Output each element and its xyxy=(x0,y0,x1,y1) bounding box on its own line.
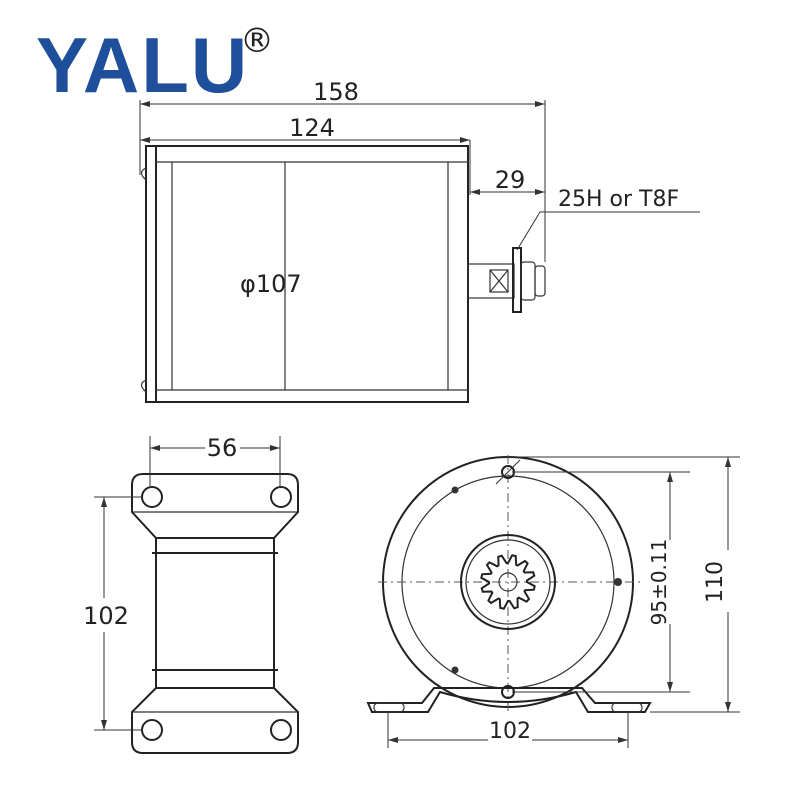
mounting-foot xyxy=(366,687,652,713)
dim-foot-width: 102 xyxy=(489,719,531,744)
arrowhead xyxy=(618,737,628,743)
side-end-cap xyxy=(145,145,157,403)
arrowhead xyxy=(535,101,545,107)
arrowhead xyxy=(150,445,160,451)
arrowhead xyxy=(140,137,150,143)
shaft-key xyxy=(489,269,509,293)
arrowhead xyxy=(725,702,731,712)
arrowhead xyxy=(101,497,107,507)
arrowhead xyxy=(667,472,673,482)
arrowhead xyxy=(725,457,731,467)
dim-body-length: 124 xyxy=(289,114,335,142)
arrowhead xyxy=(460,137,470,143)
front-sprocket xyxy=(480,554,536,610)
dim-mount-hole-distance: 95±0.11 xyxy=(647,539,671,626)
face-screw xyxy=(614,578,622,586)
foot-slot xyxy=(373,702,405,713)
arrowhead xyxy=(270,445,280,451)
front-view: 95±0.11 110 102 xyxy=(366,455,740,748)
diameter-label: φ107 xyxy=(240,270,302,298)
sprocket-type-label: 25H or T8F xyxy=(558,187,679,212)
shaft-nut xyxy=(520,261,536,301)
dim-overall-length: 158 xyxy=(313,78,359,106)
registered-mark: ® xyxy=(240,21,274,61)
bottom-flange xyxy=(131,687,299,754)
hole-marker xyxy=(495,459,521,485)
dim-total-height: 110 xyxy=(703,561,728,603)
top-flange xyxy=(131,473,299,539)
face-screw xyxy=(451,666,459,674)
shaft-nut-end xyxy=(534,265,546,297)
face-screw xyxy=(451,486,459,494)
dim-base-length: 102 xyxy=(83,602,129,630)
mount-hole xyxy=(141,486,163,508)
dim-shaft-length: 29 xyxy=(495,166,526,194)
arrowhead xyxy=(535,189,545,195)
mount-hole xyxy=(270,486,292,508)
side-screw-top xyxy=(140,167,147,181)
mount-hole xyxy=(270,719,292,741)
arrowhead xyxy=(470,189,480,195)
foot-slot xyxy=(611,702,643,713)
side-view: 158 124 29 25H or T8F φ107 xyxy=(139,78,700,403)
arrowhead xyxy=(667,682,673,692)
dim-hole-spacing: 56 xyxy=(207,434,238,462)
shaft xyxy=(467,263,515,299)
top-base-view: 56 102 xyxy=(83,434,299,754)
side-screw-bottom xyxy=(140,379,147,393)
arrowhead xyxy=(140,101,150,107)
brand-logo: YALU xyxy=(36,26,249,104)
brand-name: YALU xyxy=(36,21,250,109)
mount-hole xyxy=(141,719,163,741)
shaft-bore xyxy=(498,572,518,592)
arrowhead xyxy=(388,737,398,743)
hub-outer xyxy=(460,534,556,630)
hub-inner xyxy=(465,539,551,625)
side-motor-body xyxy=(155,145,469,403)
arrowhead xyxy=(101,720,107,730)
shaft-key-cross xyxy=(489,269,509,293)
sprocket-leader xyxy=(516,211,700,251)
